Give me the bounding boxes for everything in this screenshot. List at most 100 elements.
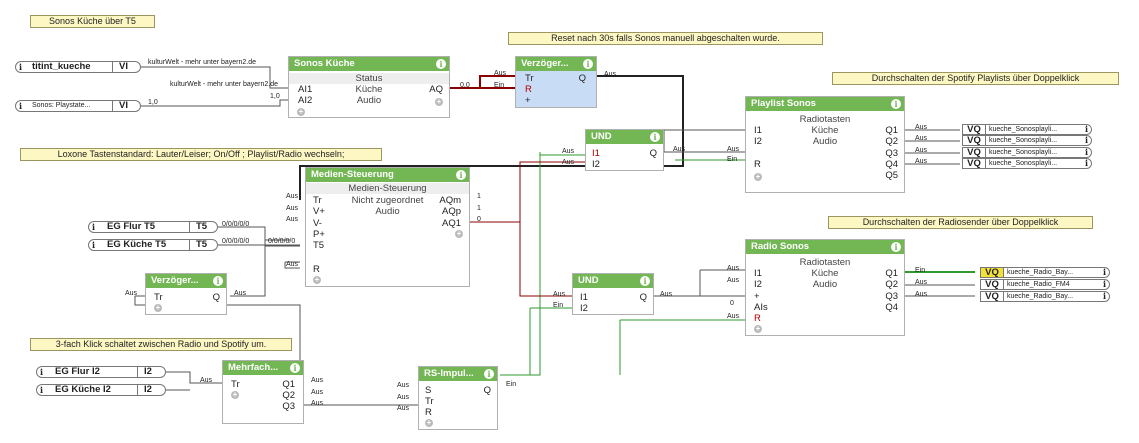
- info-icon[interactable]: i: [1102, 291, 1106, 301]
- info-icon: i: [40, 385, 44, 395]
- wire-label-t5: 0/0/0/0/0: [222, 221, 250, 228]
- wire-label-ein: Ein: [727, 156, 738, 163]
- info-icon[interactable]: i: [1084, 147, 1088, 157]
- add-input-icon[interactable]: +: [297, 107, 305, 116]
- output-vq-radio-2[interactable]: VQ kueche_Radio_FM4 i: [980, 279, 1110, 290]
- block-verzoegerung-1[interactable]: Verzöger... i Tr R + Q: [515, 56, 597, 108]
- info-icon[interactable]: i: [891, 99, 901, 109]
- add-input-icon[interactable]: +: [313, 275, 321, 284]
- info-icon[interactable]: i: [436, 59, 446, 69]
- output-label: Q: [483, 385, 491, 396]
- output-type: VQ: [981, 292, 1004, 301]
- wire-label-value: 1: [477, 193, 481, 200]
- input-name: titint_kueche: [32, 61, 91, 72]
- add-output-icon[interactable]: +: [435, 97, 443, 106]
- wire-label-aus: Aus: [286, 216, 299, 223]
- info-icon[interactable]: i: [1102, 267, 1106, 277]
- block-und-1[interactable]: UND i I1 I2 Q: [585, 129, 664, 171]
- input-label: I1: [592, 148, 600, 159]
- note-reset: Reset nach 30s falls Sonos manuell abges…: [508, 32, 823, 45]
- input-type: VI: [112, 101, 128, 111]
- info-icon[interactable]: i: [290, 363, 300, 373]
- output-vq-radio-1[interactable]: VQ kueche_Radio_Bay... i: [980, 267, 1110, 278]
- wire-label-aus: Aus: [562, 148, 575, 155]
- output-type: VQ: [963, 159, 986, 168]
- output-vq-playlist-2[interactable]: VQ kueche_Sonosplayli... i: [962, 135, 1092, 146]
- block-title: Mehrfach...: [223, 361, 303, 375]
- input-name: EG Flur I2: [55, 366, 100, 377]
- wire-label-ein: Ein: [494, 82, 505, 89]
- input-type: I2: [137, 367, 152, 377]
- note-radiosender: Durchschalten der Radiosender über Doppe…: [828, 216, 1093, 229]
- add-input-icon[interactable]: +: [154, 303, 162, 312]
- input-eg-flur-i2[interactable]: i EG Flur I2 I2: [36, 366, 166, 378]
- input-name: EG Küche T5: [107, 239, 167, 250]
- block-title: UND: [573, 274, 653, 288]
- input-type: VI: [112, 62, 128, 72]
- output-label: AQ1: [441, 218, 461, 229]
- add-input-icon[interactable]: +: [754, 324, 762, 333]
- block-verzoegerung-2[interactable]: Verzöger... i Tr Q +: [145, 273, 227, 315]
- input-label: Tr: [231, 379, 240, 390]
- input-titint-kueche[interactable]: i titint_kueche VI: [15, 61, 141, 73]
- wire-label-value: 0: [730, 300, 734, 307]
- block-playlist-sonos[interactable]: Playlist Sonos i Radiotasten Küche Audio…: [745, 96, 905, 193]
- info-icon: i: [19, 101, 23, 111]
- wire-label-ein: Ein: [553, 302, 564, 309]
- info-icon[interactable]: i: [650, 132, 660, 142]
- add-input-icon[interactable]: +: [754, 172, 762, 181]
- info-icon[interactable]: i: [1084, 158, 1088, 168]
- info-icon[interactable]: i: [640, 276, 650, 286]
- output-vq-playlist-3[interactable]: VQ kueche_Sonosplayli... i: [962, 147, 1092, 158]
- wire-label-aus: Aus: [397, 405, 410, 412]
- wire-label-aus: Aus: [915, 147, 928, 154]
- block-rs-impuls[interactable]: RS-Impul... i S Tr R Q +: [418, 366, 498, 430]
- input-label: P+: [313, 229, 325, 240]
- wire-label-value: 1: [477, 205, 481, 212]
- info-icon: i: [40, 367, 44, 377]
- input-sonos-playstate[interactable]: i Sonos: Playstate... VI: [15, 100, 141, 112]
- input-label: V+: [313, 206, 325, 217]
- output-vq-radio-3[interactable]: VQ kueche_Radio_Bay... i: [980, 291, 1110, 302]
- input-eg-kueche-i2[interactable]: i EG Küche I2 I2: [36, 384, 166, 396]
- wire-label-aus: Aus: [397, 382, 410, 389]
- block-und-2[interactable]: UND i I1 I2 Q: [572, 273, 654, 315]
- add-output-icon[interactable]: +: [455, 229, 463, 238]
- info-icon[interactable]: i: [1084, 135, 1088, 145]
- block-title: RS-Impul...: [419, 367, 497, 381]
- input-label: I2: [580, 303, 588, 314]
- block-subtitle: Radiotasten: [799, 114, 851, 125]
- info-icon[interactable]: i: [1084, 124, 1088, 134]
- wire-label-aus: Aus: [915, 291, 928, 298]
- add-input-icon[interactable]: +: [425, 418, 433, 427]
- wire-label-aus: Aus: [727, 146, 740, 153]
- info-icon[interactable]: i: [1102, 279, 1106, 289]
- output-label: Q1: [885, 268, 898, 279]
- add-input-icon[interactable]: +: [231, 390, 239, 399]
- info-icon[interactable]: i: [484, 369, 494, 379]
- wire-label-aus: Aus: [286, 205, 299, 212]
- info-icon[interactable]: i: [213, 276, 223, 286]
- info-icon[interactable]: i: [456, 170, 466, 180]
- info-icon[interactable]: i: [583, 59, 593, 69]
- input-label: AIs: [754, 302, 768, 313]
- output-vq-playlist-4[interactable]: VQ kueche_Sonosplayli... i: [962, 158, 1092, 169]
- output-label: AQp: [441, 206, 461, 217]
- block-title: Verzöger...: [146, 274, 226, 288]
- block-mehrfachklick[interactable]: Mehrfach... i Tr Q1 Q2 Q3 +: [222, 360, 304, 424]
- output-type: VQ: [963, 125, 986, 134]
- info-icon[interactable]: i: [891, 242, 901, 252]
- input-name: EG Küche I2: [55, 384, 111, 395]
- input-eg-kueche-t5[interactable]: i EG Küche T5 T5: [88, 239, 218, 251]
- block-sonos-kueche[interactable]: Sonos Küche i Status Küche Audio AI1 AI2…: [288, 56, 450, 118]
- output-vq-playlist-1[interactable]: VQ kueche_Sonosplayli... i: [962, 124, 1092, 135]
- block-title: Medien-Steuerung: [306, 168, 469, 182]
- block-radio-sonos[interactable]: Radio Sonos i Radiotasten Küche Audio I1…: [745, 239, 905, 336]
- output-label: Q4: [885, 159, 898, 170]
- input-eg-flur-t5[interactable]: i EG Flur T5 T5: [88, 221, 218, 233]
- wire-label-aus: Aus: [660, 291, 673, 298]
- block-medien-steuerung[interactable]: Medien-Steuerung i Medien-Steuerung Nich…: [305, 167, 470, 287]
- output-label: Q: [578, 73, 586, 84]
- input-type: T5: [189, 222, 207, 232]
- output-type: VQ: [981, 268, 1004, 277]
